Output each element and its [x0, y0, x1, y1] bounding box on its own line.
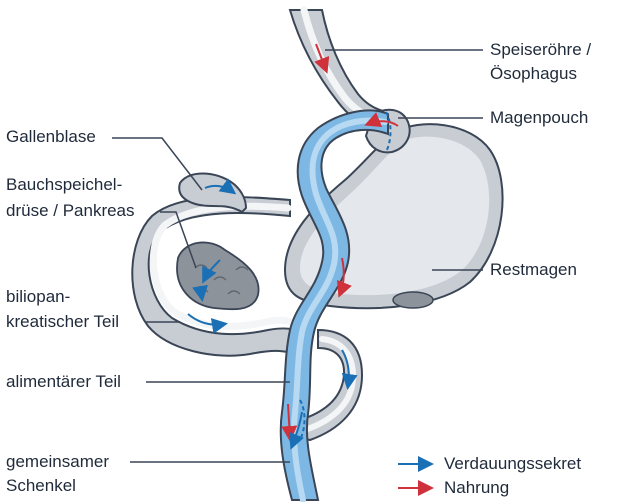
legend-food-label: Nahrung	[444, 477, 509, 499]
legend-swatches	[398, 464, 430, 488]
label-gallenblase: Gallenblase	[6, 126, 96, 148]
label-gemeinsam-1: gemeinsamer	[6, 451, 109, 473]
label-pankreas-2: drüse / Pankreas	[6, 200, 135, 222]
label-magenpouch: Magenpouch	[490, 107, 588, 129]
pancreas	[177, 242, 259, 309]
legend-secretion-label: Verdauungssekret	[444, 453, 581, 475]
label-biliopan-1: biliopan-	[6, 286, 70, 308]
label-biliopan-2: kreatischer Teil	[6, 311, 119, 333]
label-speiseroehre-1: Speiseröhre /	[490, 39, 591, 61]
label-alimentaer: alimentärer Teil	[6, 371, 121, 393]
label-pankreas-1: Bauchspeichel-	[6, 174, 122, 196]
label-restmagen: Restmagen	[490, 259, 577, 281]
label-speiseroehre-2: Ösophagus	[490, 63, 577, 85]
label-gemeinsam-2: Schenkel	[6, 475, 76, 497]
